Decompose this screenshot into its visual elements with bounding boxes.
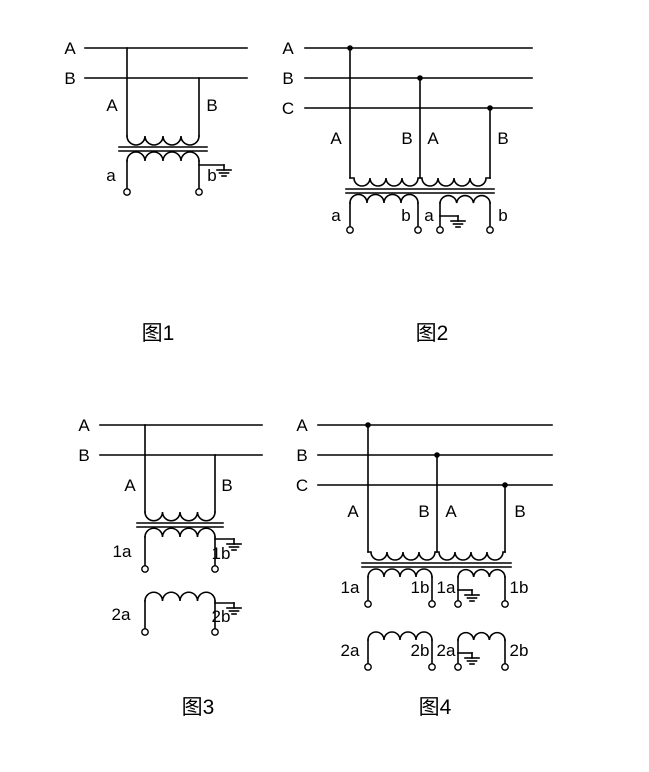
fig4-secondary1-label-2: 1b [411,578,430,597]
fig4-terminal-r1-3 [454,600,462,608]
fig1-primary-label-b: B [206,96,217,115]
fig2-primary-label-1: A [330,129,342,148]
fig4-terminal-r1-4 [501,600,509,608]
fig4-primary-label-3: A [445,502,457,521]
fig1-terminal-a [123,188,131,196]
fig1-caption: 图1 [142,322,175,345]
fig3-bus-label-a: A [78,416,90,435]
fig4-bus-label-a: A [296,416,308,435]
fig2-bus-label-a: A [282,39,294,58]
fig4-bus-label-c: C [296,476,308,495]
fig1-bus-label-a: A [64,39,76,58]
fig3-secondary1-winding [144,527,216,538]
fig2-primary-windings [349,177,491,187]
fig2-secondary-label-4: b [498,206,507,225]
fig4-secondary2-label-1: 2a [341,641,360,660]
fig4-secondary1-label-1: 1a [341,578,360,597]
fig4-secondary2-winding-1 [367,631,433,641]
figure-3: A B A B 1a 1b 2a 2b 图3 [78,416,263,719]
fig2-primary-label-2: B [401,129,412,148]
fig3-secondary1-label-a: 1a [113,542,132,561]
fig4-primary-label-2: B [418,502,429,521]
fig3-primary-label-a: A [124,476,136,495]
fig4-primary-windings [367,551,506,561]
fig4-primary-label-4: B [514,502,525,521]
fig2-secondary-label-2: b [401,206,410,225]
fig3-primary-label-b: B [221,476,232,495]
fig1-secondary-label-b: b [207,166,216,185]
fig4-secondary1-label-3: 1a [437,578,456,597]
fig1-secondary-winding [126,151,200,162]
fig3-primary-winding [144,511,216,522]
fig2-secondary-label-3: a [424,206,434,225]
fig1-terminal-b [195,188,203,196]
fig2-terminal-4 [486,226,494,234]
fig2-terminal-3 [436,226,444,234]
fig4-secondary2-label-2: 2b [411,641,430,660]
figure-4: A B C A B A B 1a 1b 1a 1b [296,416,553,719]
fig2-secondary-winding-2 [439,194,491,204]
fig4-terminal-r2-4 [501,663,509,671]
fig4-secondary1-label-4: 1b [510,578,529,597]
fig1-secondary-label-a: a [106,166,116,185]
fig4-caption: 图4 [419,696,452,719]
fig3-terminal-2b [211,628,219,636]
fig2-secondary-label-1: a [331,206,341,225]
fig3-bus-label-b: B [78,446,89,465]
fig4-ground1-icon [464,589,480,602]
fig1-ground-icon [216,164,232,177]
fig2-terminal-1 [346,226,354,234]
fig2-ground-icon [450,215,466,228]
fig2-bus-label-c: C [282,99,294,118]
fig4-secondary2-label-3: 2a [437,641,456,660]
fig4-bus-label-b: B [296,446,307,465]
fig2-secondary-winding-1 [349,193,419,204]
fig4-secondary2-label-4: 2b [510,641,529,660]
fig3-secondary1-label-b: 1b [212,544,231,563]
fig4-terminal-r1-1 [364,600,372,608]
fig1-primary-winding [126,135,200,146]
fig4-secondary1-winding-2 [457,568,506,578]
fig2-terminal-2 [414,226,422,234]
fig4-ground2-icon [464,652,480,665]
fig4-terminal-r2-3 [454,663,462,671]
fig3-caption: 图3 [182,696,215,719]
fig4-secondary1-winding-1 [367,568,433,578]
fig3-terminal-2a [141,628,149,636]
fig3-secondary2-label-b: 2b [212,607,231,626]
fig2-caption: 图2 [416,322,449,345]
fig1-primary-label-a: A [106,96,118,115]
fig1-bus-label-b: B [64,69,75,88]
fig4-terminal-r2-1 [364,663,372,671]
fig3-terminal-1a [141,565,149,573]
figure-1: A B A B a b 图1 [64,39,248,345]
fig3-secondary2-label-a: 2a [112,605,131,624]
fig3-terminal-1b [211,565,219,573]
fig4-terminal-r1-2 [428,600,436,608]
fig4-primary-label-1: A [347,502,359,521]
figure-2: A B C A B A B a b a b 图2 [282,39,533,345]
fig2-primary-label-4: B [497,129,508,148]
fig4-terminal-r2-2 [428,663,436,671]
fig4-secondary2-winding-2 [457,631,506,641]
fig3-secondary2-winding [144,591,216,602]
fig2-primary-label-3: A [427,129,439,148]
fig2-bus-label-b: B [282,69,293,88]
